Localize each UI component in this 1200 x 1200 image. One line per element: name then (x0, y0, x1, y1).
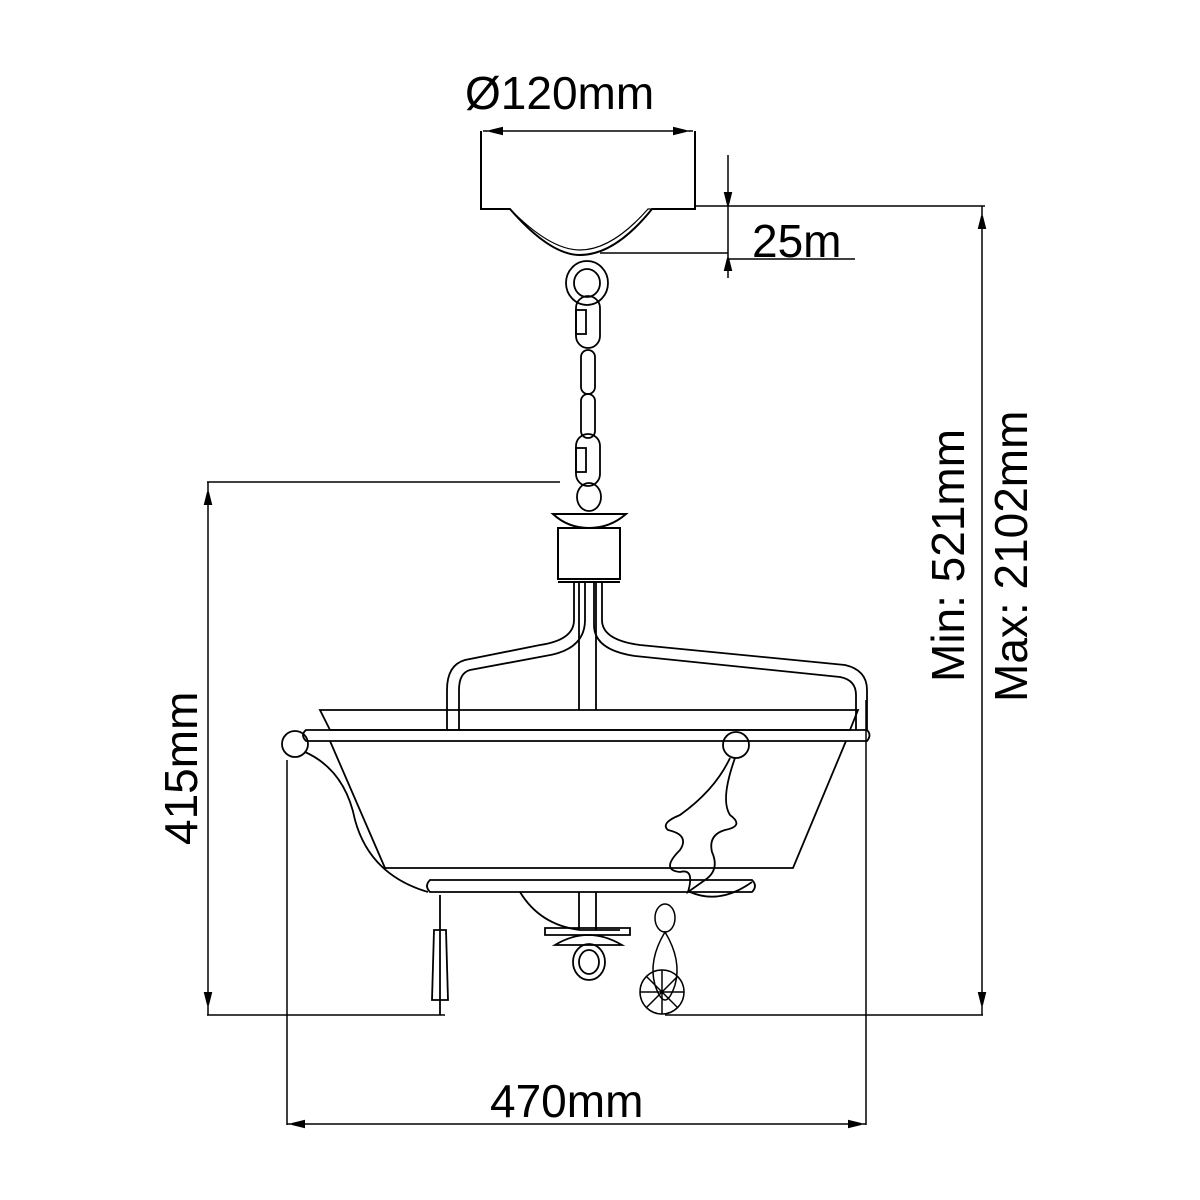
left-finial (281, 730, 449, 1015)
shade (302, 709, 871, 869)
decorative-scroll (664, 731, 753, 898)
body-height-label: 415mm (155, 691, 207, 845)
canopy-depth-dimension (600, 155, 985, 278)
body-height-dimension (203, 481, 983, 1016)
body-width-dimension (286, 700, 867, 1129)
canopy-diameter-dimension (483, 126, 693, 136)
overall-max-label: Max: 2102mm (985, 410, 1037, 702)
stem-cup (550, 513, 629, 583)
canopy (480, 131, 696, 257)
crystal-drop (639, 903, 685, 1015)
body-width-label: 470mm (490, 1075, 644, 1127)
bottom-ring (426, 879, 756, 981)
canopy-diameter-label: Ø120mm (465, 67, 655, 119)
overall-min-label: Min: 521mm (922, 428, 974, 682)
frame-arms (446, 582, 868, 730)
overall-height-dimension (977, 206, 987, 1015)
chain (565, 260, 609, 512)
canopy-depth-label: 25m (752, 215, 842, 267)
